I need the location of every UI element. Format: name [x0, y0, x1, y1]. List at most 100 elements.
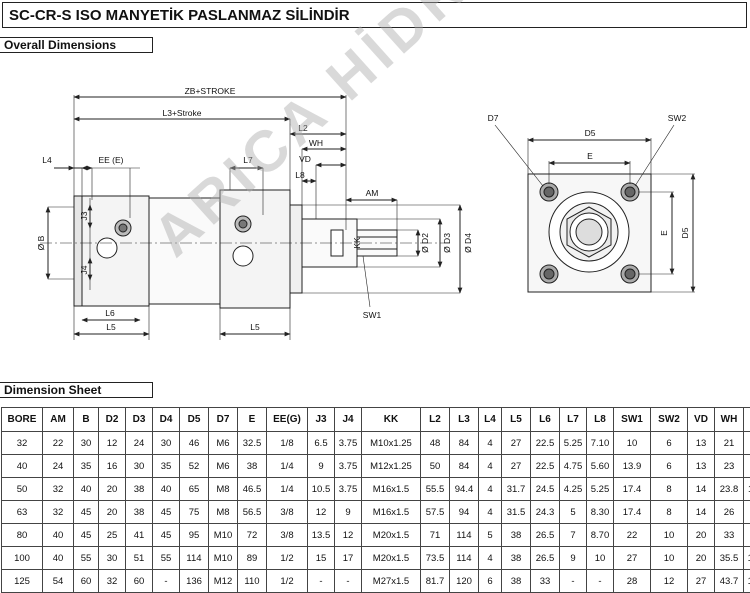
table-cell: 56.5	[238, 501, 267, 524]
table-cell: 45	[153, 524, 180, 547]
table-cell: 147	[744, 524, 750, 547]
column-header-vd: VD	[688, 408, 715, 432]
table-cell: 32	[43, 501, 74, 524]
table-cell: 38	[126, 478, 153, 501]
column-header-l5: L5	[502, 408, 531, 432]
table-cell: M16x1.5	[362, 501, 421, 524]
table-cell: 81.7	[421, 570, 450, 593]
l3-stroke-label: L3+Stroke	[163, 108, 202, 118]
column-header-l8: L8	[587, 408, 614, 432]
d5-side-label: D5	[680, 227, 690, 238]
table-cell: 4	[479, 432, 502, 455]
table-cell: 22.5	[531, 432, 560, 455]
table-cell: 55	[74, 547, 99, 570]
table-cell: 24	[43, 455, 74, 478]
table-cell: 125	[2, 570, 43, 593]
table-cell: 38	[126, 501, 153, 524]
column-header-d4: D4	[153, 408, 180, 432]
table-cell: 12	[99, 432, 126, 455]
table-cell: 17.4	[614, 501, 651, 524]
table-cell: M27x1.5	[362, 570, 421, 593]
table-cell: M12x1.25	[362, 455, 421, 478]
l4-label: L4	[42, 155, 52, 165]
column-header-e: E	[238, 408, 267, 432]
l7-label: L7	[243, 155, 253, 165]
j4-label: J4	[79, 265, 89, 274]
table-cell: 50	[421, 455, 450, 478]
table-cell: 35	[74, 455, 99, 478]
table-cell: 8.30	[587, 501, 614, 524]
side-view	[40, 95, 460, 340]
column-header-d7: D7	[209, 408, 238, 432]
table-cell: 84	[450, 455, 479, 478]
table-cell: 26.5	[531, 547, 560, 570]
table-cell: 55.5	[421, 478, 450, 501]
l5-left-label: L5	[106, 322, 116, 332]
table-cell: 17	[335, 547, 362, 570]
ee-label: EE (E)	[98, 155, 123, 165]
column-header-eeg: EE(G)	[267, 408, 308, 432]
table-cell: 57.5	[421, 501, 450, 524]
table-cell: 48	[421, 432, 450, 455]
table-cell: 38	[502, 524, 531, 547]
table-cell: 4	[479, 455, 502, 478]
table-cell: 31.5	[502, 501, 531, 524]
table-cell: 30	[153, 432, 180, 455]
table-cell: 25	[99, 524, 126, 547]
table-cell: 16	[99, 455, 126, 478]
e-top-label: E	[587, 151, 593, 161]
table-cell: 40	[43, 524, 74, 547]
l8-label: L8	[295, 170, 305, 180]
front-end-cap	[220, 190, 290, 308]
table-cell: 3/8	[267, 501, 308, 524]
table-cell: 120	[450, 570, 479, 593]
table-cell: M16x1.5	[362, 478, 421, 501]
d3-label: Ø D3	[442, 233, 452, 253]
table-cell: 71	[421, 524, 450, 547]
table-cell: 94.4	[450, 478, 479, 501]
table-cell: M10	[209, 524, 238, 547]
table-cell: 33	[531, 570, 560, 593]
table-cell: 13	[688, 455, 715, 478]
table-cell: M20x1.5	[362, 524, 421, 547]
table-cell: 35.5	[715, 547, 744, 570]
table-cell: 12	[651, 570, 688, 593]
table-cell: 35	[153, 455, 180, 478]
table-cell: 22.5	[531, 455, 560, 478]
table-cell: M12	[209, 570, 238, 593]
table-cell: 5.25	[587, 478, 614, 501]
table-cell: 1/2	[267, 547, 308, 570]
table-cell: 5	[479, 524, 502, 547]
table-cell: 73.5	[421, 547, 450, 570]
table-cell: 20	[688, 524, 715, 547]
l6-label: L6	[105, 308, 115, 318]
table-cell: 10.5	[308, 478, 335, 501]
table-cell: 4	[479, 501, 502, 524]
table-cell: 22	[614, 524, 651, 547]
table-cell: 10	[651, 547, 688, 570]
table-cell: 94	[450, 501, 479, 524]
d2-label: Ø D2	[420, 233, 430, 253]
table-cell: 38	[238, 455, 267, 478]
table-cell: 1/4	[267, 478, 308, 501]
table-cell: 84	[450, 432, 479, 455]
table-cell: 6	[651, 455, 688, 478]
column-header-l2: L2	[421, 408, 450, 432]
column-header-am: AM	[43, 408, 74, 432]
column-header-sw1: SW1	[614, 408, 651, 432]
table-cell: 100	[2, 547, 43, 570]
l2-label: L2	[298, 123, 308, 133]
kk-label: KK	[352, 237, 362, 249]
table-cell: 28	[614, 570, 651, 593]
column-header-j3: J3	[308, 408, 335, 432]
column-header-d5: D5	[180, 408, 209, 432]
column-header-sw2: SW2	[651, 408, 688, 432]
table-cell: 27	[614, 547, 651, 570]
table-cell: M8	[209, 501, 238, 524]
table-cell: 5	[560, 501, 587, 524]
b-label: Ø B	[36, 235, 46, 250]
table-cell: 20	[99, 501, 126, 524]
